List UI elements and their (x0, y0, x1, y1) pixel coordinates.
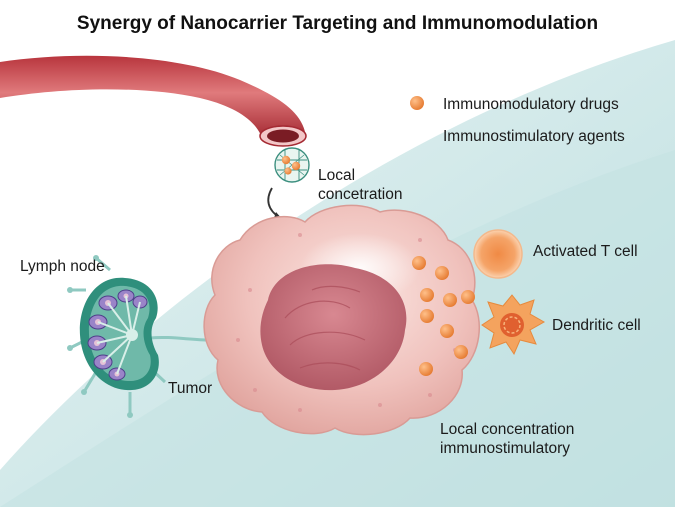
dendritic-cell-illustration (481, 294, 546, 356)
lymph-node-illustration (67, 255, 211, 418)
blood-vessel (0, 55, 307, 147)
nanocarrier-sphere-icon (274, 147, 310, 183)
label-local-concentration: Local concentration (440, 421, 575, 438)
tumor-cell-illustration (203, 204, 481, 436)
label-tumor: Tumor (168, 380, 213, 397)
label-local-line2: concetration (318, 186, 403, 203)
label-immunomodulatory-drugs: Immunomodulatory drugs (443, 96, 619, 113)
label-immunostimulatory: immunostimulatory (440, 440, 571, 457)
label-lymph-node: Lymph node (20, 258, 105, 275)
page-title: Synergy of Nanocarrier Targeting and Imm… (76, 13, 599, 34)
activated-t-cell-illustration (473, 229, 523, 279)
drug-particles (412, 256, 475, 376)
orange-dot-icon (410, 96, 424, 110)
label-immunostimulatory-agents: Immunostimulatory agents (443, 128, 625, 145)
label-local-line1: Local (318, 167, 356, 184)
label-activated-t-cell: Activated T cell (533, 243, 638, 260)
label-dendritic-cell: Dendritic cell (552, 317, 641, 334)
